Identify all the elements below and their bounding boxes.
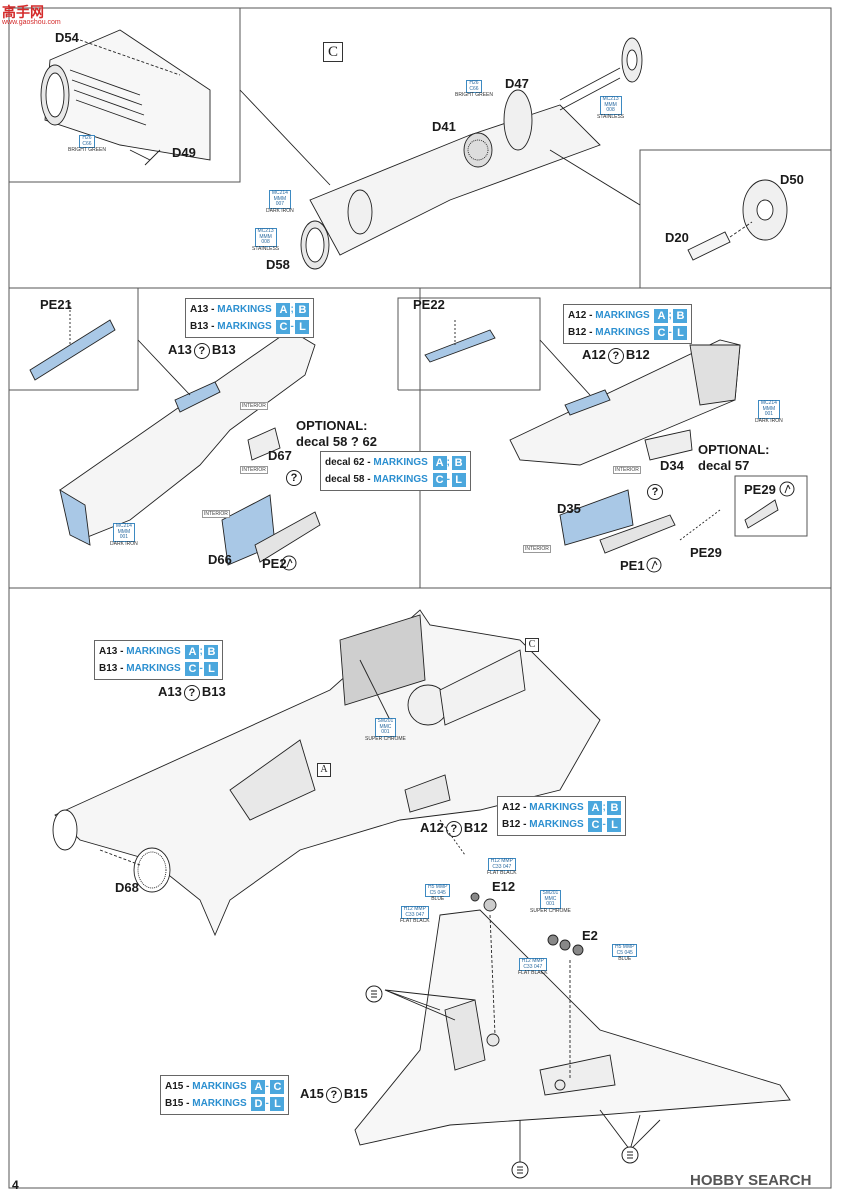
choice-a12-mid: A12?B12 [420,820,488,837]
part-d20: D20 [665,230,689,245]
step-a-ref-badge: A [317,763,331,777]
optional-title-2: OPTIONAL: [698,442,770,457]
interior-label-5: INTERIOR [523,545,551,553]
part-d47: D47 [505,76,529,91]
choice-a12-top: A12?B12 [582,347,650,364]
part-d58: D58 [266,257,290,272]
watermark-brand: 高手网 [2,4,44,20]
choice-a15: A15?B15 [300,1086,368,1103]
optional-text-1: decal 58 ? 62 [296,434,377,449]
hint-icon-1: ? [284,469,304,486]
markings-box-a12-top: A12 - MARKINGS A;B B12 - MARKINGS C-L [563,304,693,344]
page-number: 4 [12,1178,19,1192]
inset-d49-frame [9,8,241,183]
watermark-hobby-search: HOBBY SEARCH [690,1172,812,1189]
optional-title-1: OPTIONAL: [296,418,368,433]
markings-box-a13-mid: A13 - MARKINGS A;B B13 - MARKINGS C-L [94,640,224,680]
part-pe29-inset: PE29 [744,482,776,497]
part-pe2: PE2 [262,556,287,571]
choice-a13-mid: A13?B13 [158,684,226,701]
optional-text-2: decal 57 [698,458,750,473]
step-c-badge: C [323,42,343,62]
inset-pe22-frame [397,297,541,391]
markings-box-decal: decal 62 - MARKINGS A;B decal 58 - MARKI… [320,451,471,491]
part-d66: D66 [208,552,232,567]
inset-d50-frame [639,149,831,288]
part-pe1: PE1 [620,558,645,573]
part-pe21: PE21 [40,297,72,312]
inset-pe29-frame [734,475,808,537]
hint-icon-2: ? [645,483,665,500]
interior-label-3: INTERIOR [202,510,230,518]
part-pe22: PE22 [413,297,445,312]
part-d34: D34 [660,458,684,473]
interior-label-1: INTERIOR [240,402,268,410]
part-d68: D68 [115,880,139,895]
part-d41: D41 [432,119,456,134]
part-d67: D67 [268,448,292,463]
part-d35: D35 [557,501,581,516]
part-d54: D54 [55,30,79,45]
inset-pe21-frame [9,288,139,391]
step-c-ref-badge: C [525,638,539,652]
markings-box-a12-mid: A12 - MARKINGS A;B B12 - MARKINGS C-L [497,796,627,836]
markings-box-a15: A15 - MARKINGS A-C B15 - MARKINGS D-L [160,1075,290,1115]
watermark-url: www.gaoshou.com [2,19,61,26]
interior-label-4: INTERIOR [613,466,641,474]
part-e2: E2 [582,928,598,943]
interior-label-2: INTERIOR [240,466,268,474]
part-d49: D49 [172,145,196,160]
choice-a13-top: A13?B13 [168,342,236,359]
part-d50: D50 [780,172,804,187]
part-pe29: PE29 [690,545,722,560]
part-e12: E12 [492,879,516,894]
markings-box-a13-top: A13 - MARKINGS A;B B13 - MARKINGS C-L [185,298,315,338]
